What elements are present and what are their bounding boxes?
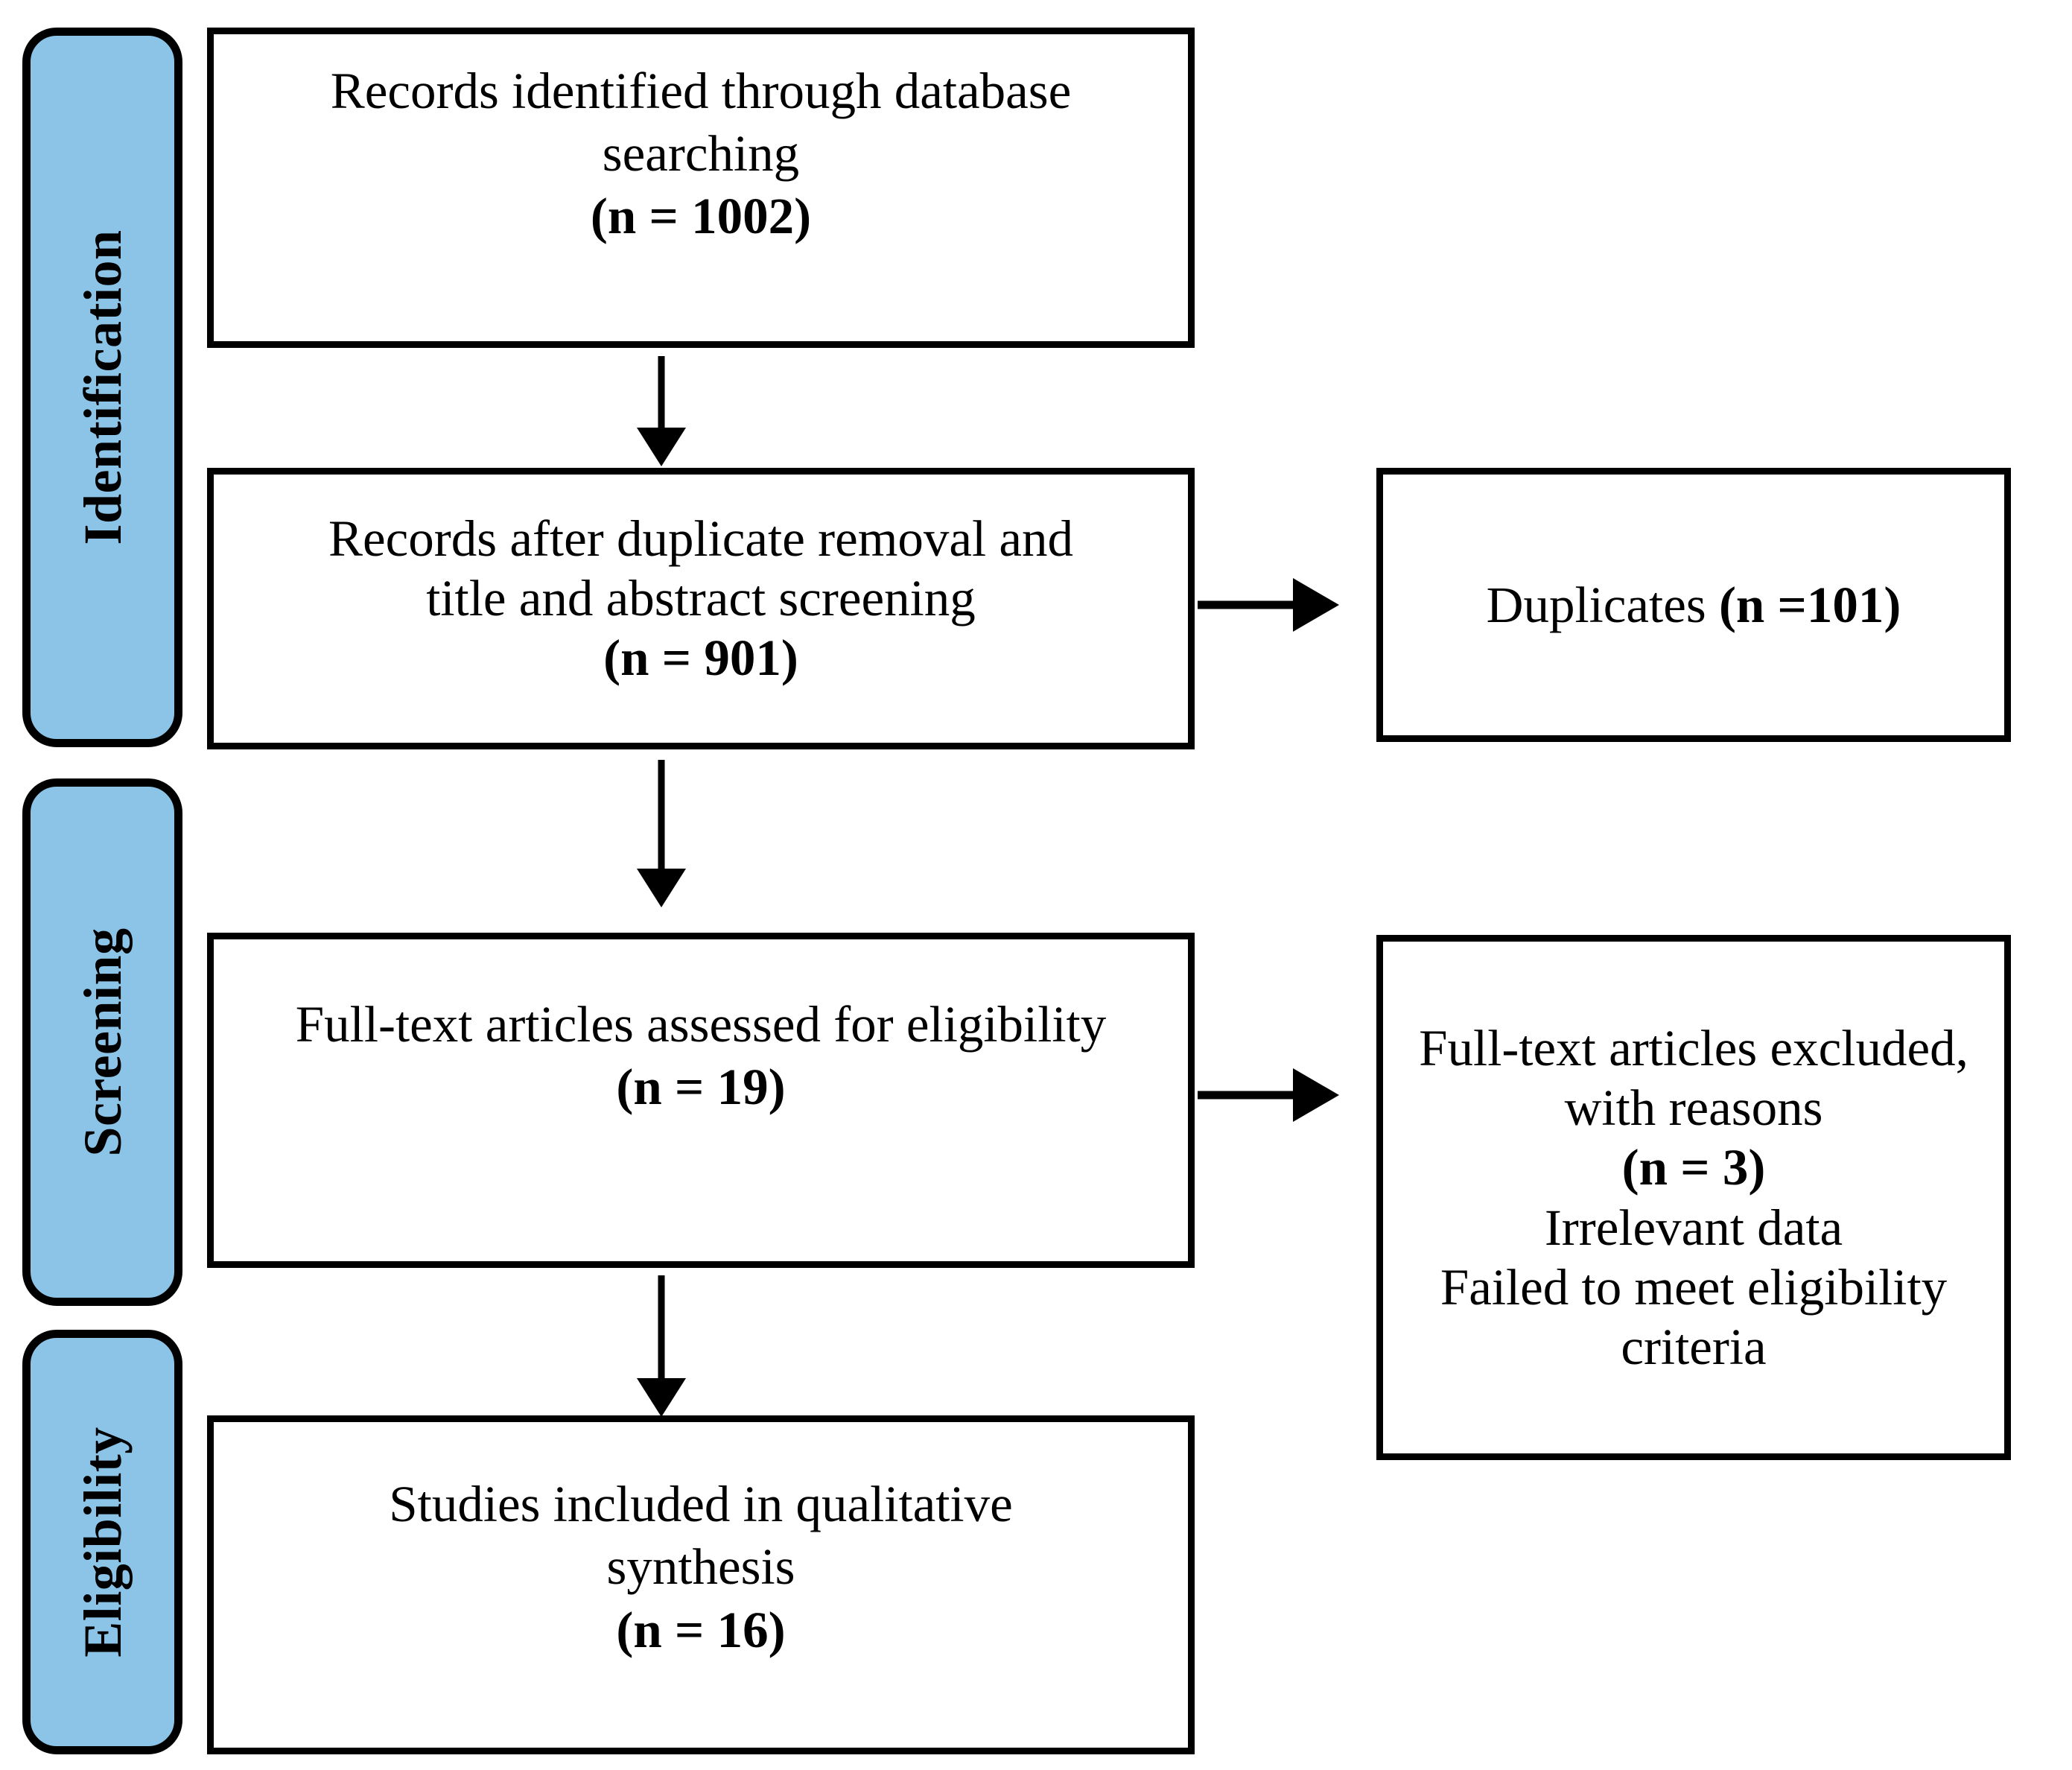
arrow-shaft (1198, 600, 1300, 609)
box-full-text-assessed-text: Full-text articles assessed for eligibil… (214, 993, 1188, 1118)
stage-screening: Screening (22, 778, 182, 1306)
records-identified-count: (n = 1002) (590, 188, 812, 245)
stage-identification-label: Identification (72, 229, 133, 545)
records-after-duplicates-line1: Records after duplicate removal and (328, 510, 1074, 567)
box-studies-included: Studies included in qualitative synthesi… (207, 1415, 1195, 1754)
records-after-duplicates-line2: title and abstract screening (426, 569, 976, 627)
box-duplicates: Duplicates (n =101) (1376, 468, 2011, 742)
records-identified-line2: searching (602, 124, 800, 182)
full-text-excluded-reason-3: criteria (1621, 1318, 1767, 1375)
stage-identification: Identification (22, 28, 182, 747)
box-records-identified-text: Records identified through database sear… (214, 60, 1188, 248)
full-text-assessed-line1: Full-text articles assessed for eligibil… (295, 995, 1107, 1053)
box-records-after-duplicates-text: Records after duplicate removal and titl… (214, 509, 1188, 688)
box-full-text-excluded: Full-text articles excluded, with reason… (1376, 935, 2011, 1460)
arrow-head (637, 428, 686, 466)
arrow-head (637, 1378, 686, 1417)
full-text-excluded-line1: Full-text articles excluded, (1419, 1020, 1968, 1077)
box-full-text-excluded-text: Full-text articles excluded, with reason… (1383, 1018, 2004, 1376)
arrow-shaft (658, 356, 665, 434)
arrow-head (1293, 1068, 1339, 1122)
full-text-excluded-count: (n = 3) (1621, 1139, 1766, 1196)
box-full-text-assessed: Full-text articles assessed for eligibil… (207, 933, 1195, 1268)
arrow-head (637, 869, 686, 907)
studies-included-line1: Studies included in qualitative (389, 1476, 1013, 1533)
box-records-after-duplicates: Records after duplicate removal and titl… (207, 468, 1195, 749)
studies-included-count: (n = 16) (616, 1601, 786, 1658)
arrow-shaft (658, 760, 665, 875)
full-text-excluded-line2: with reasons (1564, 1079, 1823, 1137)
stage-screening-label: Screening (72, 927, 133, 1157)
box-studies-included-text: Studies included in qualitative synthesi… (214, 1473, 1188, 1661)
records-after-duplicates-count: (n = 901) (603, 629, 798, 687)
duplicates-count: (n =101) (1718, 576, 1901, 633)
arrow-shaft (658, 1275, 665, 1386)
duplicates-label: Duplicates (1486, 576, 1719, 633)
full-text-excluded-reason-1: Irrelevant data (1544, 1199, 1843, 1256)
box-records-identified: Records identified through database sear… (207, 28, 1195, 348)
full-text-assessed-count: (n = 19) (616, 1059, 786, 1115)
records-identified-line1: Records identified through database (330, 62, 1072, 119)
stage-eligibility-label: Eligibility (72, 1427, 133, 1658)
box-duplicates-text: Duplicates (n =101) (1383, 574, 2004, 636)
stage-eligibility: Eligibility (22, 1330, 182, 1754)
arrow-shaft (1198, 1091, 1300, 1100)
duplicates-line: Duplicates (n =101) (1404, 574, 1983, 636)
studies-included-line2: synthesis (606, 1538, 795, 1596)
arrow-head (1293, 578, 1339, 632)
full-text-excluded-reason-2: Failed to meet eligibility (1440, 1258, 1948, 1316)
